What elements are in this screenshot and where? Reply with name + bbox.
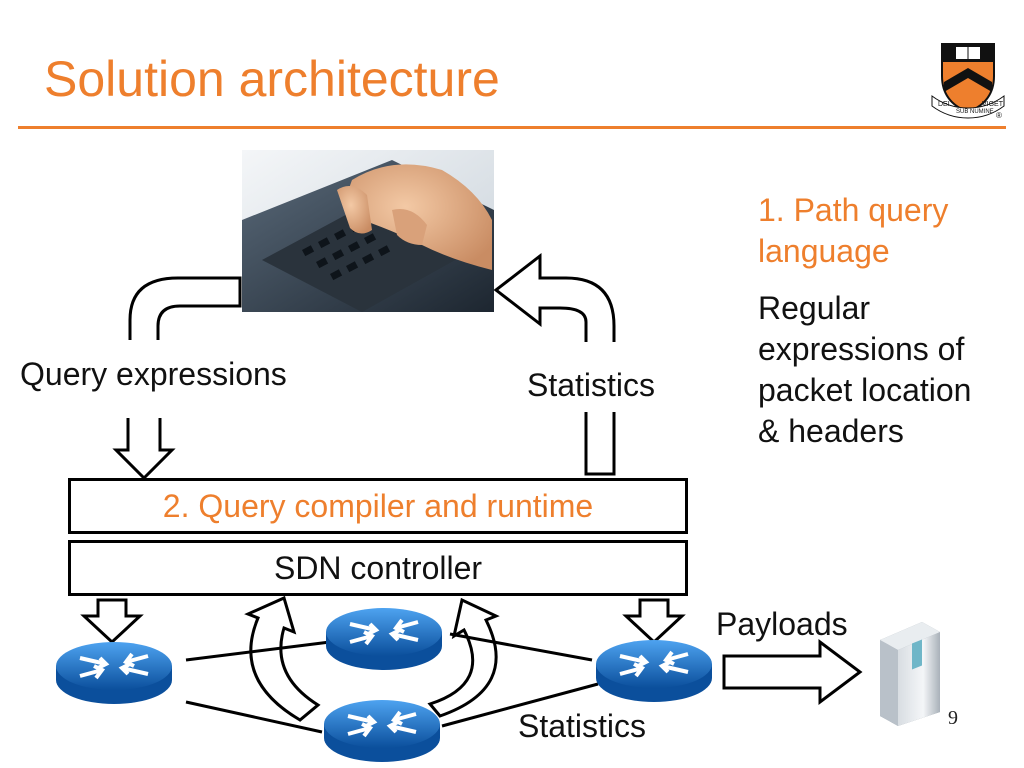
query-compiler-box: 2. Query compiler and runtime (68, 478, 688, 534)
slide-title: Solution architecture (44, 51, 500, 107)
link-left-to-bottom (185, 700, 323, 734)
payloads-label: Payloads (716, 606, 848, 642)
side-body-line: & headers (758, 413, 904, 449)
controller-to-right-router-arrow (622, 598, 686, 645)
statistics-curved-arrow (493, 252, 616, 342)
query-curved-arrow (128, 276, 242, 340)
link-left-to-top (185, 640, 331, 662)
laptop-typing-image (242, 150, 494, 312)
side-panel-heading: 1. Path query language (758, 190, 948, 272)
side-body-line: expressions of (758, 331, 965, 367)
router-icon (56, 642, 172, 704)
server-icon (880, 622, 940, 726)
side-heading-line: language (758, 233, 890, 269)
statistics-bottom-label: Statistics (518, 708, 647, 744)
payloads-arrow (722, 639, 863, 705)
title-divider (18, 126, 1006, 129)
stats-curve-left-arrow (244, 595, 321, 722)
router-icon (326, 608, 442, 670)
sdn-controller-box: SDN controller (68, 540, 688, 596)
link-top-to-right (449, 632, 593, 662)
logo-motto-mid: SUB NUMINE (956, 109, 994, 115)
router-icon (596, 640, 712, 702)
side-body-line: packet location (758, 372, 972, 408)
university-shield-logo: DEI SUB NUMINE VIGET ® (928, 36, 1008, 120)
stats-curve-right-arrow (427, 597, 500, 718)
statistics-top-label: Statistics (527, 367, 656, 403)
side-heading-line: 1. Path query (758, 192, 949, 228)
page-number: 9 (948, 707, 958, 729)
side-panel-body: Regular expressions of packet location &… (758, 288, 971, 452)
statistics-up-pipe (584, 412, 616, 476)
query-down-arrow (112, 418, 176, 481)
logo-motto-left: DEI (938, 101, 950, 108)
query-expressions-label: Query expressions (20, 356, 287, 392)
logo-motto-right: VIGET (982, 101, 1004, 108)
link-bottom-to-right (441, 682, 599, 728)
side-body-line: Regular (758, 290, 871, 326)
logo-registered-mark: ® (996, 111, 1002, 120)
controller-to-left-router-arrow (80, 598, 144, 645)
router-icon (324, 700, 440, 762)
